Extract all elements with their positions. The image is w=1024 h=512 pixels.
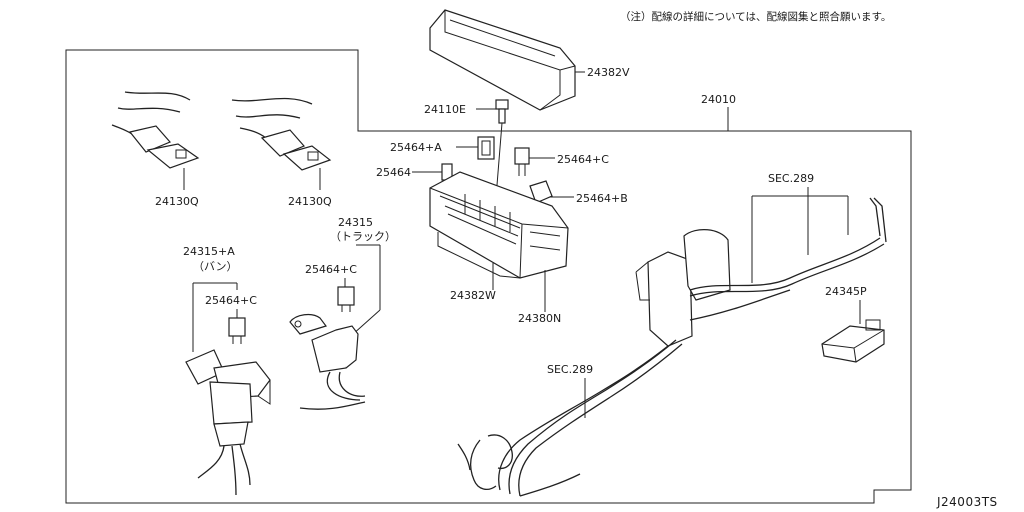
label-24110E: 24110E [424, 103, 466, 116]
label-24382V: 24382V [587, 66, 630, 79]
connector-24345P[interactable] [821, 319, 885, 363]
assembly-frame [65, 49, 912, 504]
label-24382W: 24382W [450, 289, 496, 302]
harness-connector-24130Q-right[interactable] [231, 97, 332, 171]
relay-25464C-top[interactable] [514, 147, 530, 176]
relay-25464C-mid[interactable] [337, 286, 355, 312]
label-24010: 24010 [701, 93, 736, 106]
label-25464C-mid: 25464+C [305, 263, 357, 276]
relay-25464C-left[interactable] [228, 317, 246, 344]
diagram-code: J24003TS [936, 495, 998, 509]
label-25464C-top: 25464+C [557, 153, 609, 166]
label-24315-truck: （トラック） [330, 230, 396, 243]
label-sec289-bottom: SEC.289 [547, 363, 593, 376]
label-25464A: 25464+A [390, 141, 442, 154]
label-25464B: 25464+B [576, 192, 628, 205]
label-24345P: 24345P [825, 285, 867, 298]
main-wiring-harness[interactable] [457, 197, 887, 497]
label-25464C-left: 25464+C [205, 294, 257, 307]
relay-harness-24315[interactable] [289, 313, 366, 410]
fuse-box-cover[interactable] [429, 9, 576, 111]
relay-25464A[interactable] [477, 136, 495, 160]
label-24130Q-left: 24130Q [155, 195, 199, 208]
wiring-note: （注）配線の詳細については、配線図集と照合願います。 [620, 10, 891, 23]
label-24315: 24315 [338, 216, 373, 229]
relay-harness-24315A[interactable] [185, 349, 271, 496]
harness-connector-24130Q-left[interactable] [111, 91, 200, 169]
leader-24315-diag [351, 309, 381, 336]
label-24380N: 24380N [518, 312, 561, 325]
label-25464: 25464 [376, 166, 411, 179]
label-sec289-top: SEC.289 [768, 172, 814, 185]
label-24315A-van: （バン） [193, 260, 238, 273]
fuse-block[interactable] [429, 171, 569, 279]
label-24130Q-right: 24130Q [288, 195, 332, 208]
label-24315A: 24315+A [183, 245, 235, 258]
